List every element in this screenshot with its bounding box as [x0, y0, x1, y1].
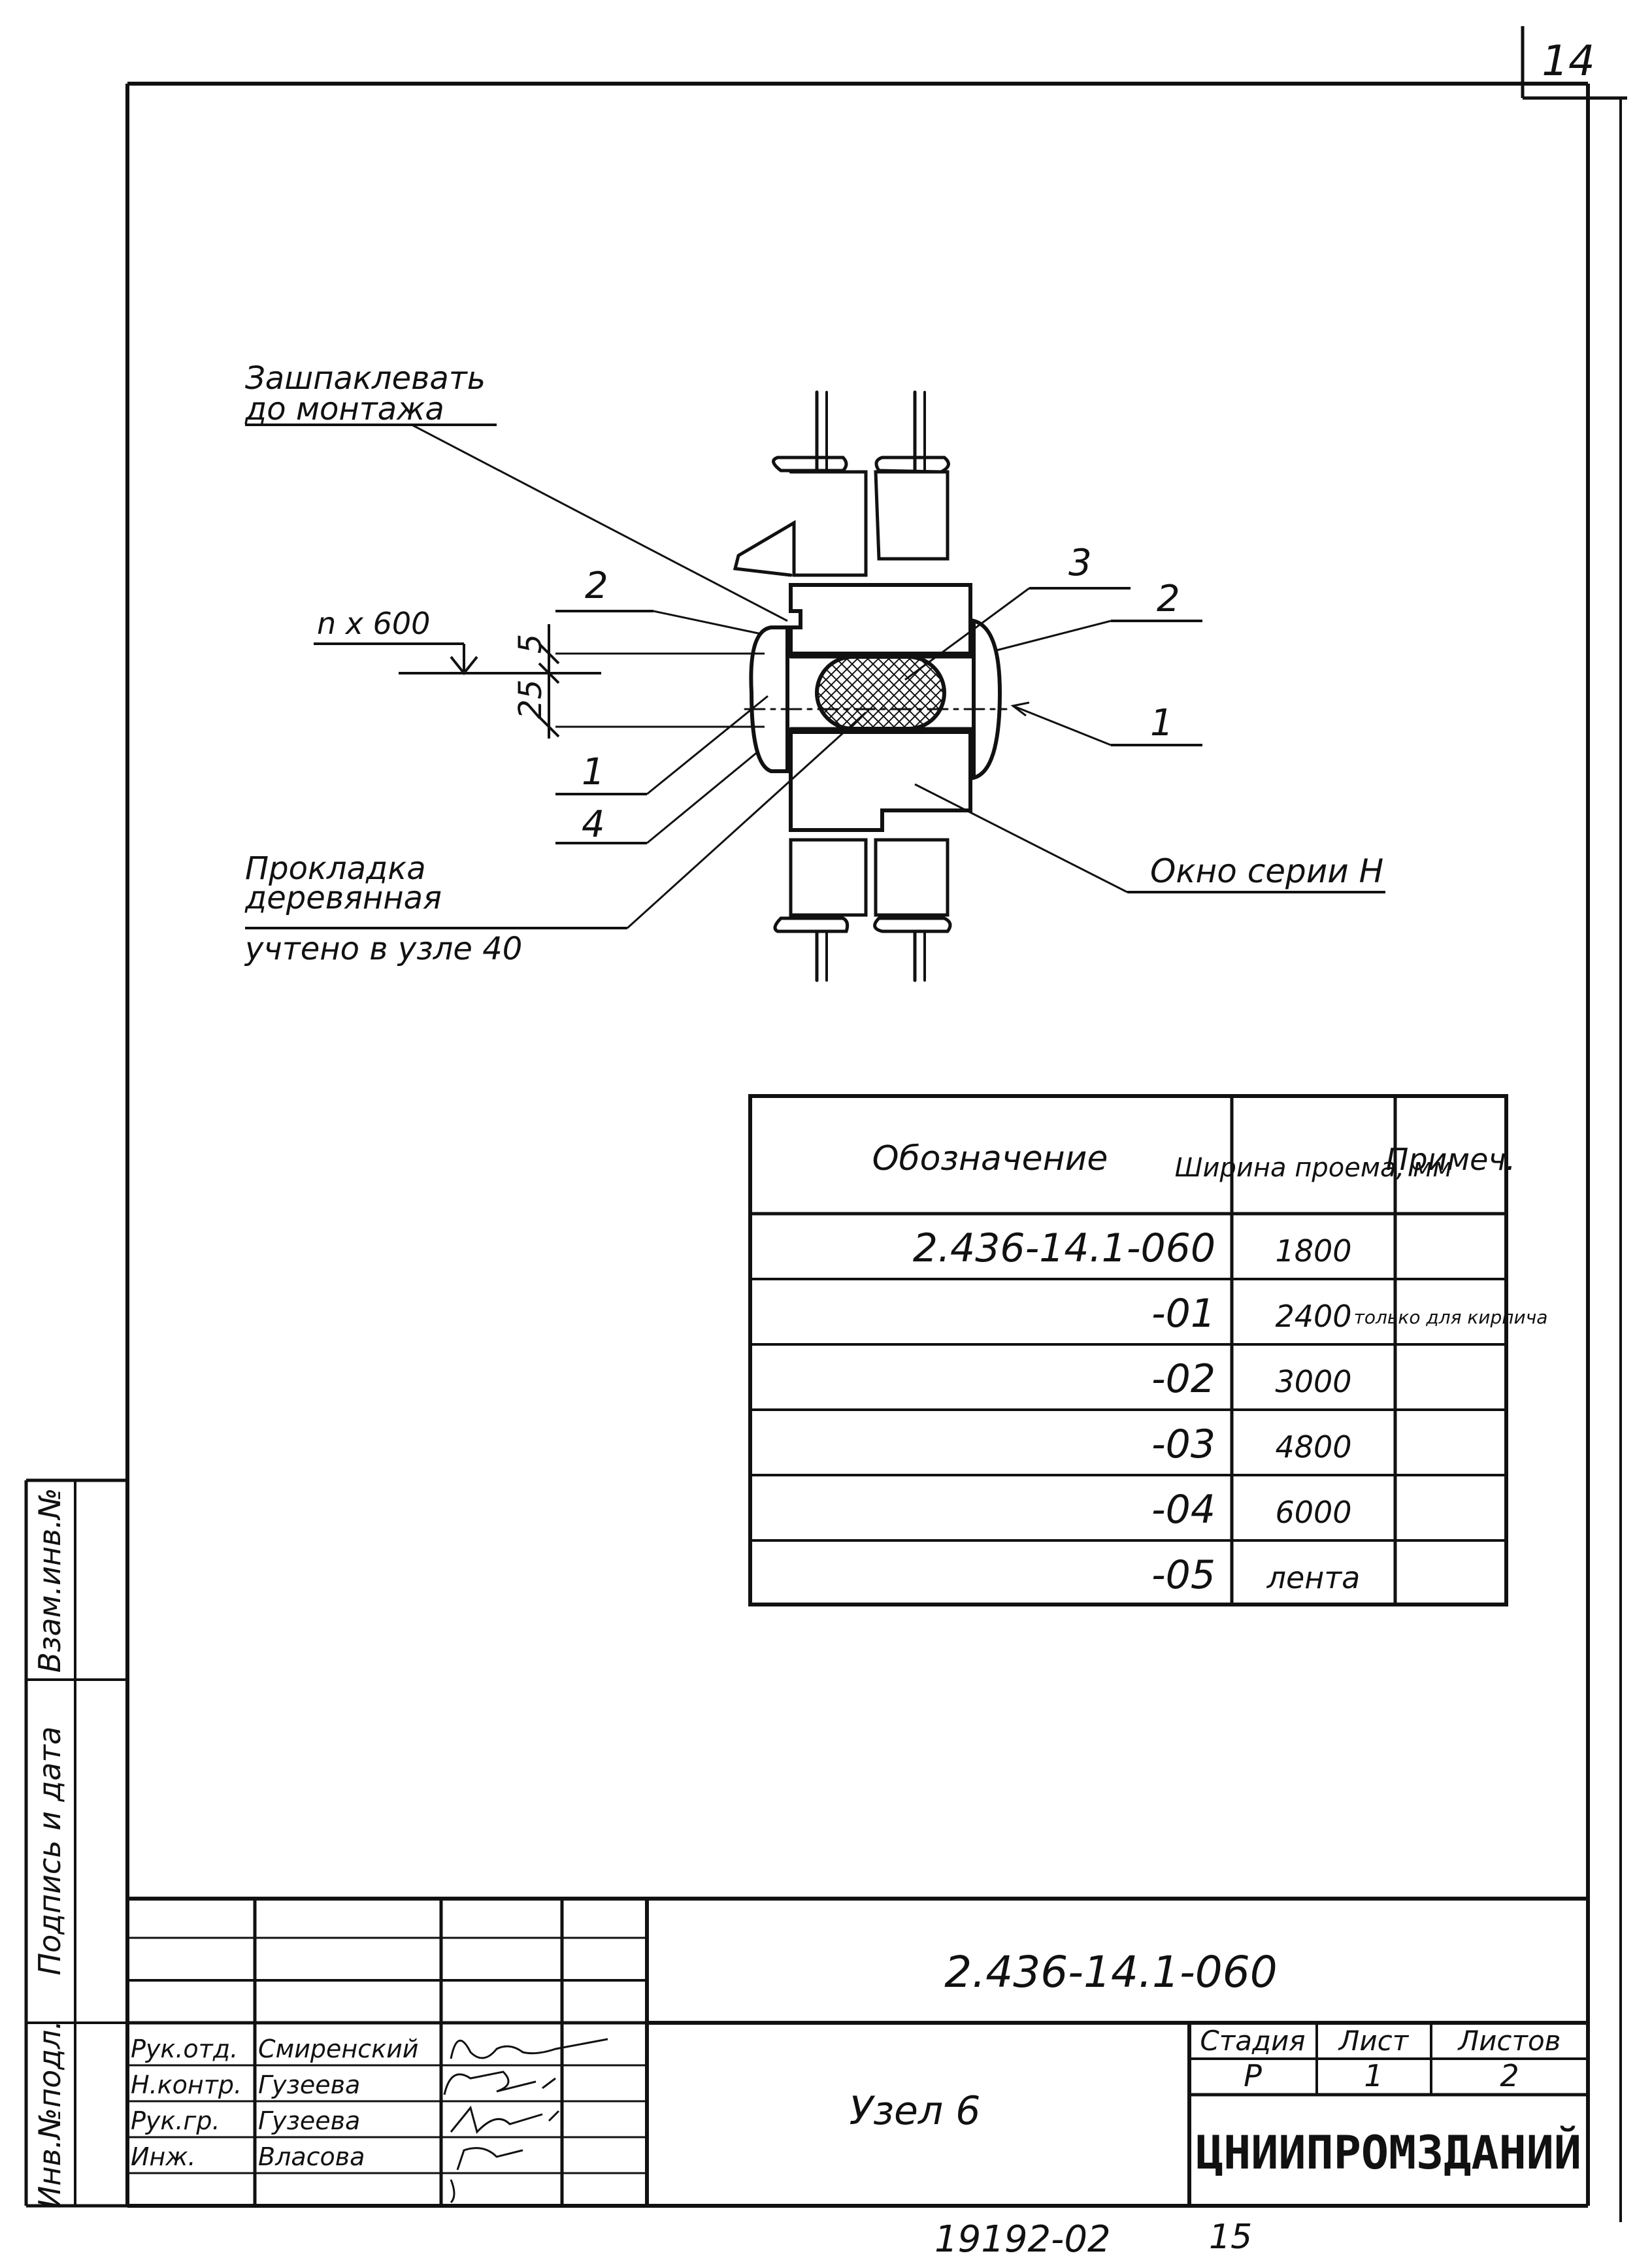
staff-name: Власова [258, 2142, 365, 2171]
staff-role: Рук.гр. [131, 2106, 220, 2135]
spec-row-width: 4800 [1275, 1429, 1351, 1465]
sheets-header: Листов [1457, 2025, 1561, 2057]
callout-2-left: 2 [585, 565, 608, 607]
node-detail-drawing [733, 390, 1008, 982]
organization-name: ЦНИИПРОМЗДАНИЙ [1196, 2126, 1581, 2180]
spec-row-designation: 2.436-14.1-060 [913, 1225, 1215, 1271]
spec-row-note: только для кирпича [1354, 1306, 1548, 1328]
dimension-25: 25 [512, 679, 549, 719]
spec-header-note: Примеч. [1386, 1142, 1516, 1177]
note-putty-line1: Зашпаклевать [245, 360, 486, 397]
archive-number: 19192-02 [934, 2218, 1111, 2261]
spec-header-width: Ширина проема, мм [1175, 1153, 1453, 1183]
staff-name: Гузеева [258, 2106, 360, 2135]
stage-header: Стадия [1200, 2025, 1305, 2057]
spec-table: Обозначение Ширина проема, мм Примеч. 2.… [748, 1094, 1548, 1606]
note-window: Окно серии Н [1150, 852, 1383, 890]
spec-row-width: 3000 [1275, 1364, 1351, 1399]
sheet-header: Лист [1338, 2025, 1410, 2057]
sheet-value: 1 [1364, 2058, 1383, 2093]
note-spacer-line1: Прокладка [245, 850, 426, 887]
sheets-value: 2 [1500, 2058, 1519, 2093]
footer-page: 15 [1209, 2218, 1252, 2257]
note-putty-line2: до монтажа [244, 391, 444, 427]
staff-role: Н.контр. [131, 2071, 242, 2099]
page-number: 14 [1542, 37, 1594, 86]
page-number-box: 14 [1521, 26, 1627, 100]
stamp-label-replacement: Взам.инв.№ [32, 1488, 67, 1672]
dimension-5: 5 [512, 634, 549, 654]
spec-row-designation: -05 [1151, 1552, 1215, 1598]
side-stamp: Взам.инв.№ Подпись и дата Инв.№подл. [24, 1478, 127, 2208]
stage-value: Р [1244, 2058, 1262, 2093]
spec-row-designation: -01 [1151, 1291, 1215, 1337]
callout-2-right: 2 [1157, 578, 1180, 620]
dimension-lines: 5 25 [399, 624, 765, 739]
callout-1-left: 1 [582, 751, 605, 793]
title-block: 2.436-14.1-060 Узел 6 Стадия Лист Листов… [127, 1897, 1588, 2206]
spec-row-designation: -02 [1151, 1356, 1215, 1402]
stamp-label-inventory: Инв.№подл. [32, 2020, 67, 2208]
frame [125, 82, 1622, 2222]
staff-name: Смиренский [258, 2035, 418, 2063]
spec-header-designation: Обозначение [872, 1139, 1108, 1178]
footer: 19192-02 15 [934, 2218, 1252, 2261]
staff-name: Гузеева [258, 2071, 360, 2099]
staff-role: Инж. [131, 2142, 196, 2171]
note-spacer-line2: деревянная [244, 880, 442, 916]
stamp-label-signature-date: Подпись и дата [32, 1726, 67, 1975]
leaders [245, 424, 1385, 929]
staff-role: Рук.отд. [131, 2035, 238, 2063]
spec-row-width: 6000 [1275, 1495, 1351, 1530]
level-mark: n x 600 [314, 606, 478, 676]
level-mark-label: n x 600 [317, 606, 430, 641]
signature-3 [450, 2105, 560, 2134]
signature-4 [450, 2147, 523, 2204]
spec-row-width: лента [1266, 1560, 1361, 1595]
spec-row-width: 1800 [1275, 1233, 1351, 1269]
spec-row-width: 2400 [1275, 1299, 1351, 1334]
signature-2 [443, 2071, 556, 2095]
note-spacer-line3: учтено в узле 40 [244, 931, 522, 967]
callout-1-right: 1 [1150, 702, 1174, 744]
callout-4: 4 [582, 803, 605, 846]
drawing-notes: Зашпаклевать до монтажа 2 1 4 3 2 1 Прок… [244, 360, 1383, 967]
spec-row-designation: -04 [1151, 1487, 1215, 1533]
callout-3: 3 [1068, 542, 1092, 584]
signature-1 [450, 2038, 608, 2059]
drawing-title: Узел 6 [850, 2088, 981, 2134]
doc-code: 2.436-14.1-060 [944, 1947, 1278, 1997]
spec-row-designation: -03 [1151, 1422, 1215, 1467]
